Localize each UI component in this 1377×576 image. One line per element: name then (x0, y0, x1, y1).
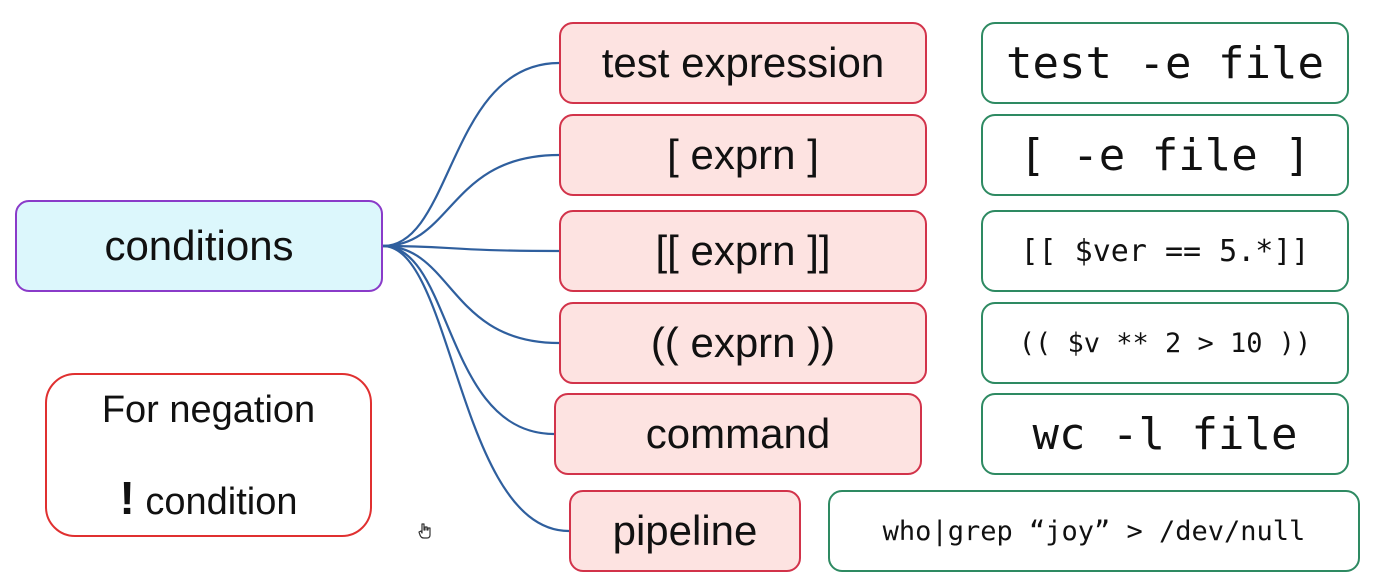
example-command: wc -l file (981, 393, 1349, 475)
connector-line-6 (382, 244, 570, 533)
root-node-conditions: conditions (15, 200, 383, 292)
connector-line-1 (382, 61, 560, 248)
example-code: test -e file (1006, 37, 1324, 89)
example-single-bracket: [ -e file ] (981, 114, 1349, 196)
branch-node-double-bracket: [[ exprn ]] (559, 210, 927, 292)
branch-node-label: command (645, 410, 831, 457)
negation-note-title: For negation (101, 389, 316, 431)
negation-note: For negation ! condition (45, 373, 372, 537)
branch-node-command: command (554, 393, 922, 475)
branch-node-label: test expression (601, 39, 885, 86)
negation-note-syntax: ! condition (47, 471, 370, 525)
hand-cursor-icon (418, 523, 431, 539)
branch-node-single-bracket: [ exprn ] (559, 114, 927, 196)
branch-node-test-expression: test expression (559, 22, 927, 104)
negation-condition-label: condition (145, 481, 298, 523)
example-pipeline: who|grep “joy” > /dev/null (828, 490, 1360, 572)
branch-node-label: (( exprn )) (650, 319, 836, 366)
connector-line-3 (382, 244, 560, 253)
example-double-paren: (( $v ** 2 > 10 )) (981, 302, 1349, 384)
connector-line-4 (382, 244, 560, 345)
branch-node-label: [ exprn ] (667, 131, 819, 178)
branch-node-pipeline: pipeline (569, 490, 801, 572)
example-test-expression: test -e file (981, 22, 1349, 104)
connector-line-5 (382, 244, 555, 436)
example-code: [ -e file ] (1019, 129, 1311, 181)
example-code: who|grep “joy” > /dev/null (882, 515, 1306, 547)
branch-node-double-paren: (( exprn )) (559, 302, 927, 384)
connector-line-2 (382, 153, 560, 248)
branch-node-label: [[ exprn ]] (655, 227, 831, 274)
negation-symbol: ! (119, 472, 135, 524)
branch-node-label: pipeline (612, 507, 758, 554)
root-node-label: conditions (104, 222, 294, 269)
example-code: wc -l file (1032, 408, 1298, 460)
example-code: [[ $ver == 5.*]] (1020, 233, 1310, 269)
example-double-bracket: [[ $ver == 5.*]] (981, 210, 1349, 292)
example-code: (( $v ** 2 > 10 )) (1018, 327, 1312, 359)
